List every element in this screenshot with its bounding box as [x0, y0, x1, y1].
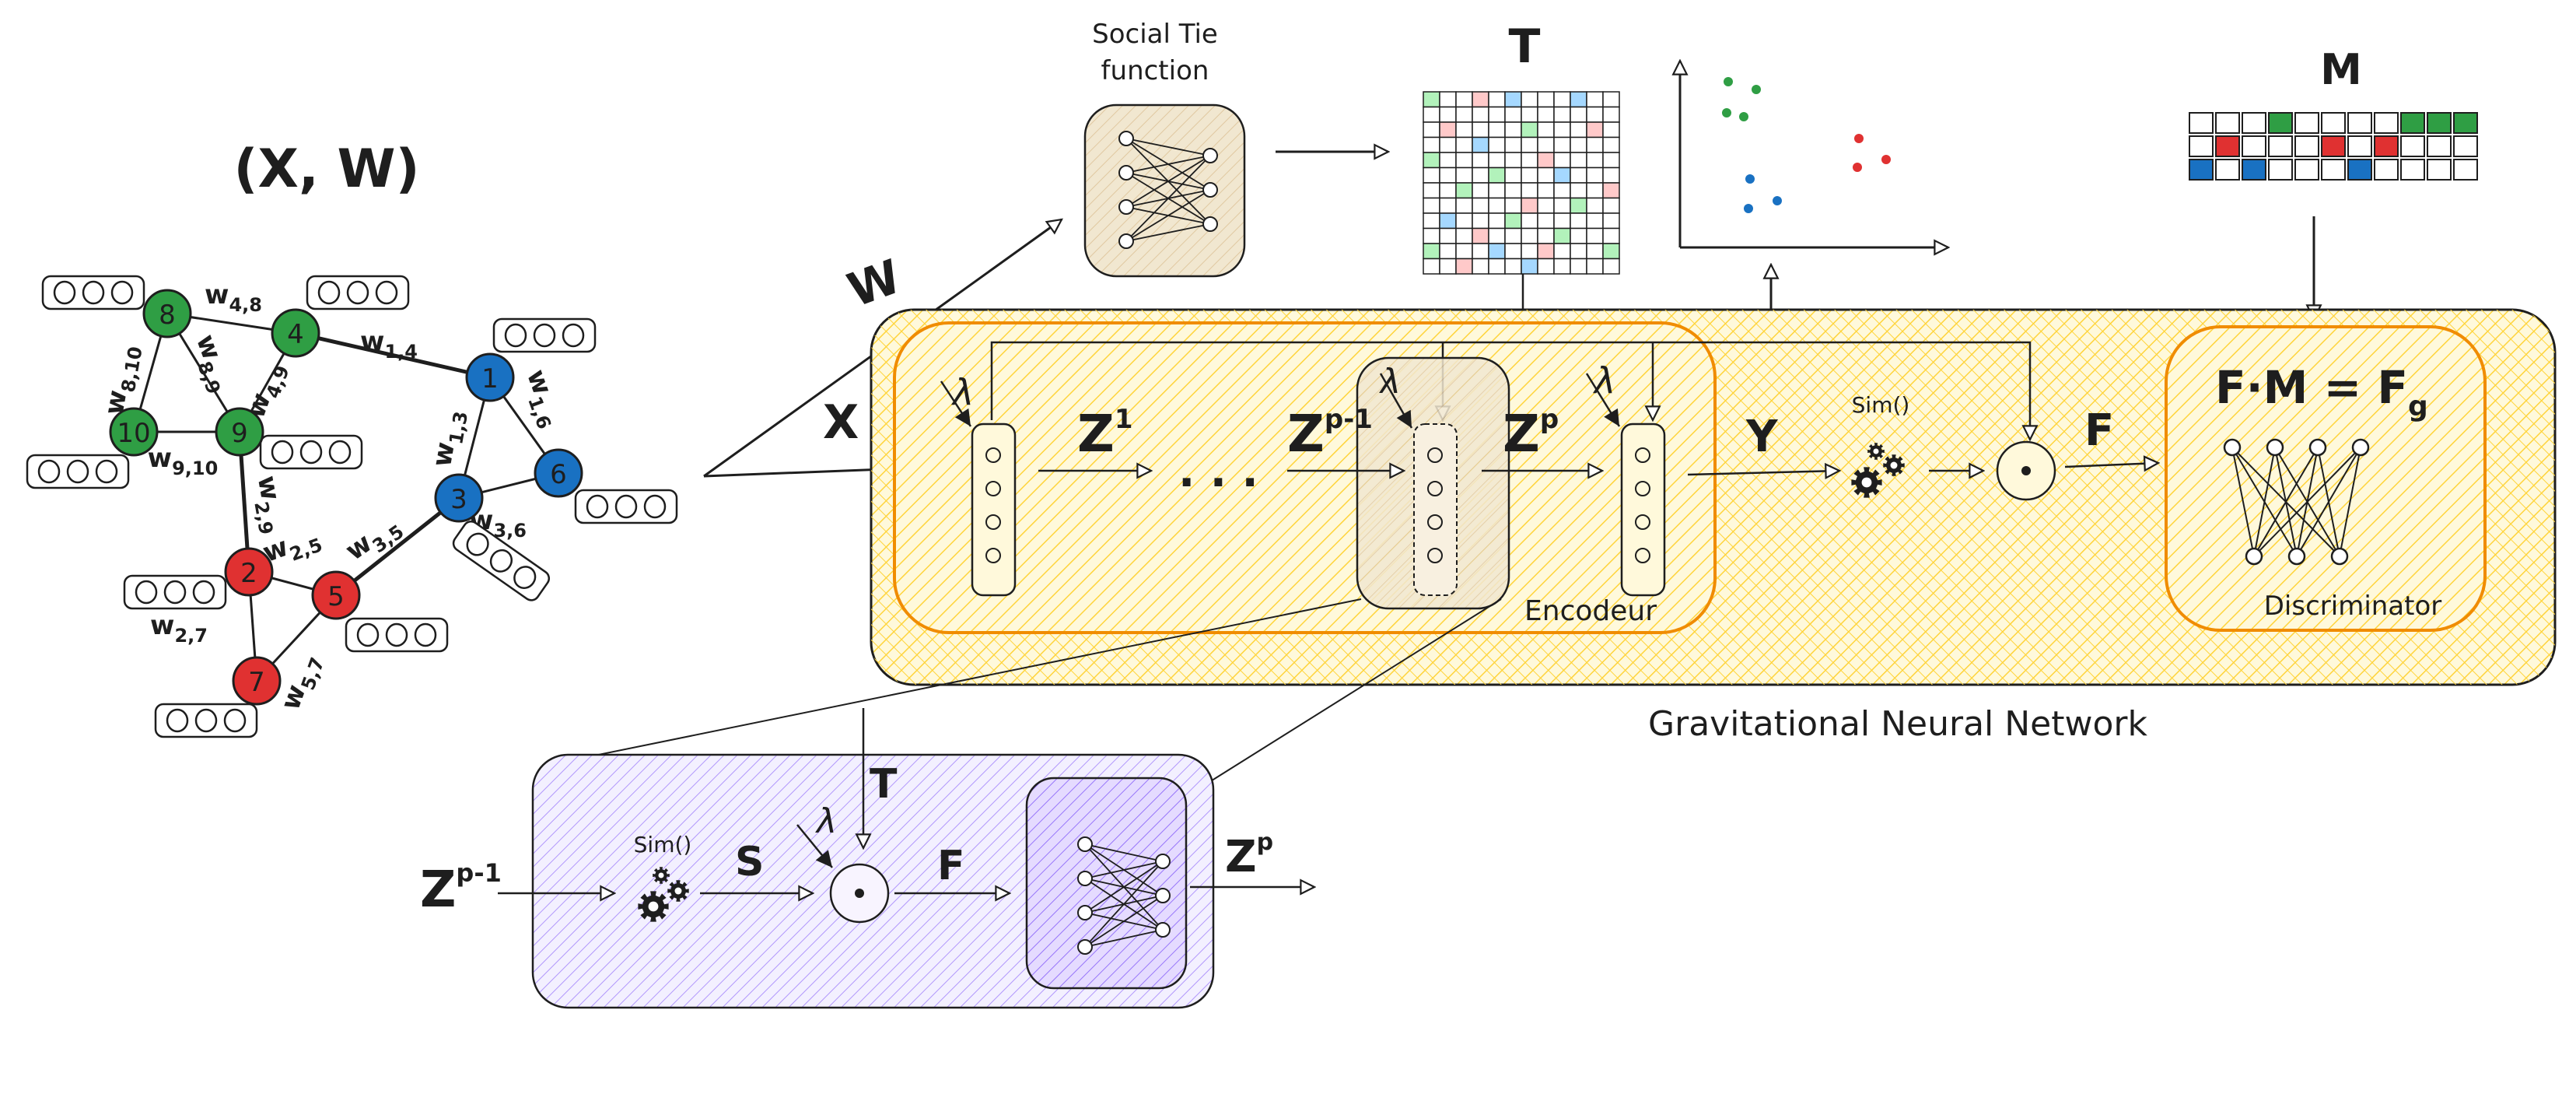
graph-node-8: 8: [142, 289, 192, 338]
graph-node-7: 7: [232, 656, 282, 706]
edge-weight-label: w9,10: [148, 443, 219, 479]
mlp-network-icon: [1077, 836, 1171, 955]
zp-label: Zp: [1503, 404, 1559, 464]
graph-node-10: 10: [109, 407, 159, 457]
svg-text:2: 2: [240, 558, 257, 589]
feature-vector: [306, 275, 410, 310]
feature-vector: [123, 574, 227, 610]
t-matrix-label: T: [1509, 19, 1541, 74]
social-tie-label-line1: Social Tie: [1092, 19, 1218, 50]
graph-nodes: 1 2 3 4 5 6 7 8 9 10: [109, 289, 583, 706]
scatter-point: [1773, 196, 1782, 205]
graph-node-3: 3: [434, 473, 484, 523]
feature-vector: [154, 703, 258, 738]
node-feature-vectors: [26, 275, 678, 738]
svg-text:8: 8: [159, 300, 176, 331]
fm-equation: F·M = Fg: [2215, 361, 2428, 423]
layer-p: [1620, 423, 1666, 597]
gnn-label: Gravitational Neural Network: [1648, 704, 2147, 744]
graph-title: (X, W): [233, 138, 419, 200]
svg-text:3: 3: [450, 484, 467, 515]
x-label: X: [823, 395, 859, 450]
feature-vector: [452, 521, 551, 601]
discriminator-network-icon: [2223, 438, 2370, 566]
feature-vector: [345, 617, 449, 653]
graph-node-5: 5: [311, 570, 361, 620]
edge-weight-label: w3,5: [340, 508, 408, 571]
scatter-point: [1722, 108, 1731, 117]
y-label: Y: [1745, 412, 1779, 462]
m-matrix-grid: [2189, 112, 2478, 181]
graph-node-2: 2: [224, 547, 274, 597]
t-label-detail: T: [870, 761, 898, 808]
encoder-box: [893, 321, 1717, 634]
graph-node-9: 9: [215, 407, 264, 457]
gear-icon: [1851, 443, 1905, 498]
scatter-point: [1744, 204, 1753, 213]
f-label-detail: F: [937, 843, 965, 889]
t-matrix-grid: [1423, 91, 1620, 275]
zoom-lines: [579, 598, 1502, 783]
sim-label-detail: Sim(): [634, 832, 692, 857]
w-label: W: [841, 250, 908, 318]
svg-text:5: 5: [327, 581, 345, 612]
lambda-p: λ: [1592, 359, 1615, 401]
scatter-point: [1739, 112, 1748, 121]
graph-node-6: 6: [534, 448, 583, 498]
svg-text:6: 6: [550, 459, 567, 490]
feature-vector: [259, 434, 363, 470]
edge-weight-label: w2,9: [246, 473, 292, 536]
discriminator-label: Discriminator: [2264, 591, 2442, 622]
gear-icon: [638, 867, 689, 922]
embedding-scatter-plot: [1680, 61, 1948, 247]
graph-node-4: 4: [271, 308, 320, 358]
m-matrix-label: M: [2320, 45, 2362, 94]
edge-weight-label: w1,4: [360, 326, 418, 363]
svg-text:4: 4: [287, 319, 304, 350]
f-label-main: F: [2084, 405, 2114, 456]
feature-vector: [26, 454, 130, 489]
layer-1: [971, 423, 1017, 597]
feature-vector: [41, 275, 145, 310]
layer-p-1: [1413, 423, 1458, 596]
social-tie-label-line2: function: [1101, 55, 1209, 86]
scatter-point: [1752, 85, 1761, 94]
scatter-point: [1854, 134, 1864, 143]
encoder-label: Encodeur: [1524, 595, 1657, 627]
scatter-point: [1853, 163, 1862, 172]
graph-edge: [334, 496, 460, 597]
social-tie-function-box: [1083, 103, 1246, 278]
feature-vector: [574, 489, 678, 524]
graph-edge: [295, 331, 491, 380]
svg-text:10: 10: [117, 418, 150, 449]
sim-label-main: Sim(): [1852, 392, 1910, 418]
z1-label: Z1: [1077, 404, 1133, 464]
zp1-detail-label: Zp-1: [420, 858, 502, 919]
zp-detail-label: Zp: [1225, 829, 1273, 882]
scatter-point: [1724, 77, 1733, 86]
edge-weight-label: w8,9: [184, 331, 238, 398]
edge-weight-label: w4,8: [205, 279, 262, 316]
scatter-point: [1881, 155, 1891, 164]
lambda-detail: λ: [815, 801, 837, 841]
feature-vector: [492, 317, 597, 353]
lambda-p-1: λ: [1379, 362, 1401, 401]
svg-text:7: 7: [248, 667, 265, 698]
encoder-flow-arrows: [1038, 463, 2158, 475]
zp1-label: Zp-1: [1287, 404, 1373, 464]
s-label: S: [735, 839, 764, 885]
edge-weight-label: w8,10: [99, 342, 147, 418]
encoder-dots: . . .: [1178, 447, 1258, 497]
svg-text:1: 1: [481, 363, 499, 394]
svg-text:9: 9: [231, 418, 248, 449]
social-tie-network-icon: [1118, 131, 1218, 249]
edge-weight-label: w2,7: [150, 610, 208, 647]
scatter-point: [1745, 174, 1755, 184]
lambda-1: λ: [950, 371, 974, 413]
graph-node-1: 1: [465, 352, 515, 402]
edge-weight-label: w1,3: [426, 407, 472, 470]
edge-weight-label: w5,7: [275, 650, 328, 717]
